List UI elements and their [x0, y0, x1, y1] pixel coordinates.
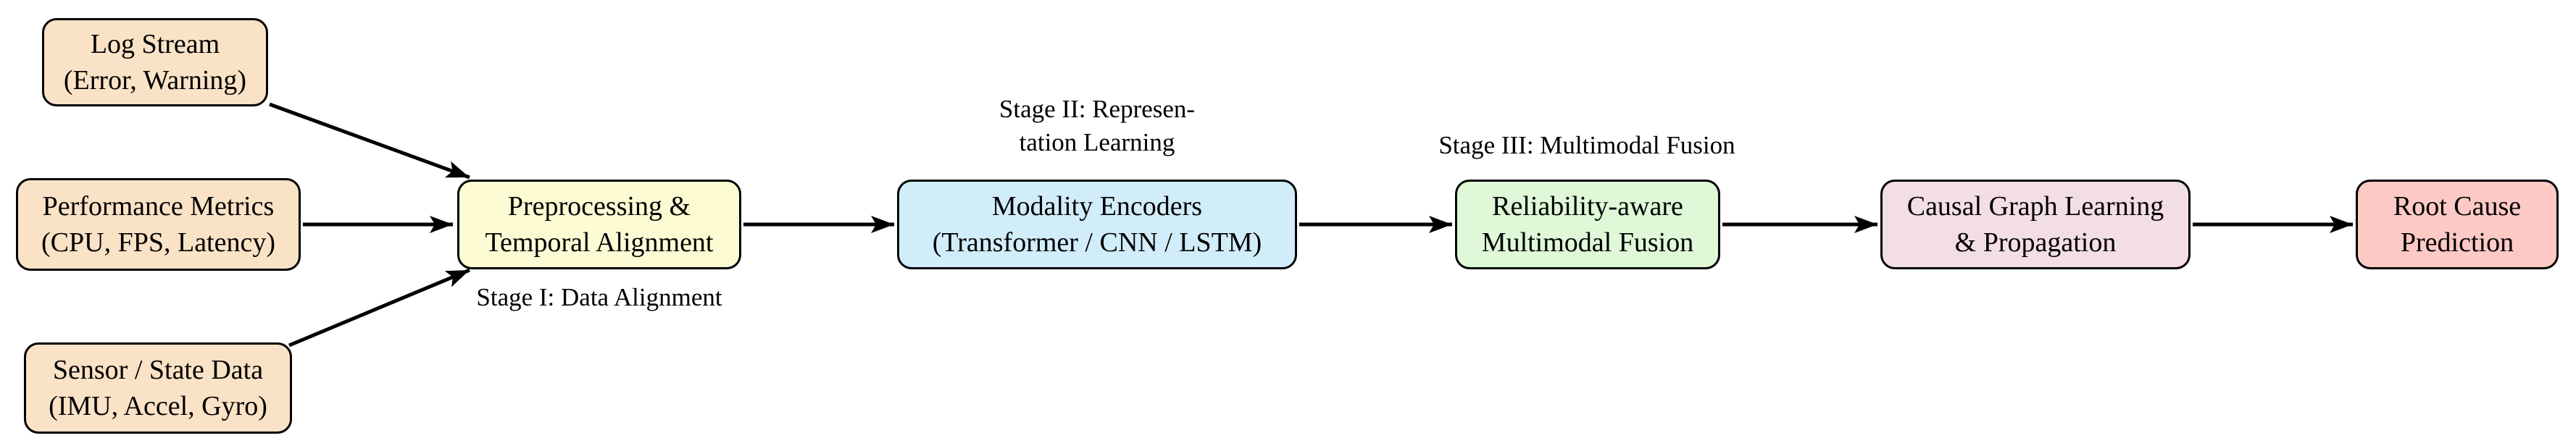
- node-root-cause-label: Root Cause Prediction: [2393, 190, 2522, 258]
- label-stage-1: Stage I: Data Alignment: [476, 283, 722, 311]
- node-performance-metrics-label: Performance Metrics (CPU, FPS, Latency): [41, 190, 275, 258]
- node-preprocessing: Preprocessing & Temporal Alignment: [457, 180, 741, 269]
- node-modality-encoders-label: Modality Encoders (Transformer / CNN / L…: [932, 190, 1262, 258]
- node-log-stream: Log Stream (Error, Warning): [42, 18, 268, 106]
- node-log-stream-label: Log Stream (Error, Warning): [63, 28, 247, 96]
- node-sensor-state-data-label: Sensor / State Data (IMU, Accel, Gyro): [49, 354, 267, 421]
- node-performance-metrics: Performance Metrics (CPU, FPS, Latency): [16, 178, 301, 271]
- node-preprocessing-label: Preprocessing & Temporal Alignment: [485, 190, 714, 258]
- node-reliability-fusion: Reliability-aware Multimodal Fusion: [1455, 180, 1720, 269]
- node-root-cause: Root Cause Prediction: [2356, 180, 2559, 269]
- label-stage-2: Stage II: Represen- tation Learning: [999, 95, 1196, 156]
- node-causal-graph: Causal Graph Learning & Propagation: [1880, 180, 2191, 269]
- arrow-log-stream-to-preprocessing: [269, 102, 470, 180]
- label-stage-3: Stage III: Multimodal Fusion: [1438, 131, 1735, 159]
- node-reliability-fusion-label: Reliability-aware Multimodal Fusion: [1481, 190, 1694, 258]
- node-causal-graph-label: Causal Graph Learning & Propagation: [1906, 190, 2164, 258]
- node-modality-encoders: Modality Encoders (Transformer / CNN / L…: [897, 180, 1297, 269]
- arrow-sensor-data-to-preprocessing: [288, 268, 470, 348]
- node-sensor-state-data: Sensor / State Data (IMU, Accel, Gyro): [24, 342, 292, 434]
